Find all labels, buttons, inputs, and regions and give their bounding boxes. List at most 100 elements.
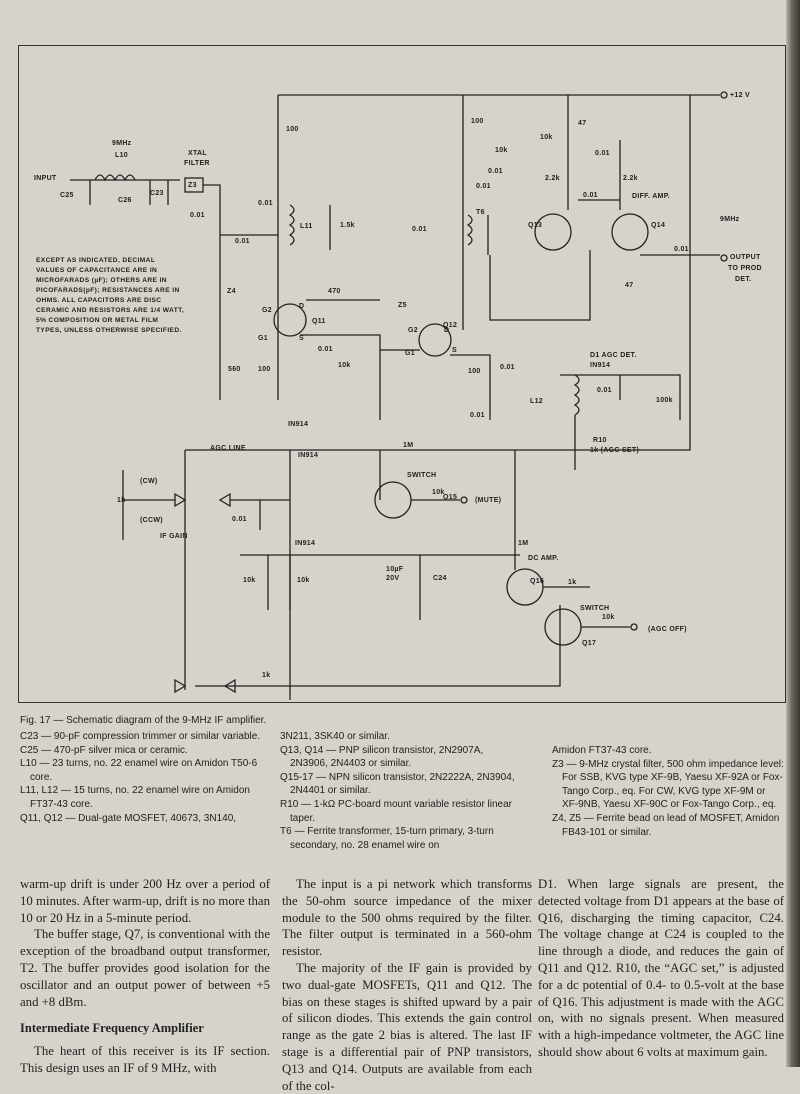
part-entry: Q13, Q14 — PNP silicon transistor, 2N290… (280, 744, 484, 770)
schematic-label: 100 (258, 366, 271, 373)
schematic-label: 0.01 (583, 192, 598, 199)
schematic-label: Q16 (530, 578, 545, 585)
schematic-label: 100 (286, 126, 299, 133)
schematic-label: 10µF (386, 566, 404, 573)
schematic-label: 10k (338, 362, 351, 369)
part-entry: 3N211, 3SK40 or similar. (280, 731, 390, 742)
part-entry: Q15-17 — NPN silicon transistor, 2N2222A… (280, 771, 515, 797)
schematic-label: D (299, 303, 305, 310)
schematic-label: IN914 (288, 421, 309, 428)
paragraph: warm-up drift is under 200 Hz over a per… (20, 877, 270, 925)
schematic-label: 0.01 (470, 412, 485, 419)
paragraph: The input is a pi network which transfor… (282, 877, 532, 959)
schematic-label: 10k (540, 134, 553, 141)
schematic-label: 47 (625, 282, 634, 289)
schematic-label: XTAL (188, 150, 207, 157)
schematic-label: 10k (297, 577, 310, 584)
schematic-label: S (299, 335, 304, 342)
schematic-label: IF GAIN (160, 533, 188, 540)
section-heading: Intermediate Frequency Amplifier (20, 1021, 204, 1036)
schematic-label: G2 (262, 307, 272, 314)
schematic-label: (MUTE) (475, 497, 502, 504)
parts-list-col-2: 3N211, 3SK40 or similar. Q13, Q14 — PNP … (280, 730, 520, 852)
schematic-label: D (444, 327, 450, 334)
schematic-label: 560 (228, 366, 241, 373)
schematic-label: 0.01 (258, 200, 273, 207)
schematic-label: 100 (471, 118, 484, 125)
schematic-label: L11 (300, 223, 313, 230)
schematic-label: 20V (386, 575, 400, 582)
schematic-label: 0.01 (190, 212, 205, 219)
schematic-label: S (452, 347, 457, 354)
schematic-label: 100 (468, 368, 481, 375)
figure-caption: Fig. 17 — Schematic diagram of the 9-MHz… (20, 715, 267, 726)
schematic-label: 0.01 (412, 226, 427, 233)
schematic-label: G1 (258, 335, 268, 342)
body-column-2: The input is a pi network which transfor… (282, 876, 532, 1094)
schematic-label: C26 (118, 197, 132, 204)
schematic-label: D1 AGC DET. (590, 352, 637, 359)
schematic-label: C24 (433, 575, 447, 582)
schematic-label: 100k (656, 397, 673, 404)
schematic-label: 0.01 (500, 364, 515, 371)
schematic-label: Z5 (398, 302, 407, 309)
schematic-label: 1M (403, 442, 414, 449)
part-entry: Z4, Z5 — Ferrite bead on lead of MOSFET,… (552, 812, 780, 838)
part-entry: R10 — 1-kΩ PC-board mount variable resis… (280, 798, 513, 824)
body-column-1: warm-up drift is under 200 Hz over a per… (20, 876, 270, 1077)
paragraph: The heart of this receiver is its IF sec… (20, 1044, 270, 1075)
schematic-label: 0.01 (488, 168, 503, 175)
part-entry: C25 — 470-pF silver mica or ceramic. (20, 744, 188, 756)
schematic-label: R10 (593, 437, 607, 444)
schematic-label: T6 (476, 209, 485, 216)
schematic-label: 47 (578, 120, 587, 127)
schematic-label: 0.01 (232, 516, 247, 523)
schematic-label: Q15 (443, 494, 458, 501)
schematic-label: INPUT (34, 175, 57, 182)
schematic-label: Z4 (227, 288, 236, 295)
parts-list-col-3: Amidon FT37-43 core. Z3 — 9-MHz crystal … (552, 744, 784, 839)
schematic-label: OUTPUT (730, 254, 761, 261)
schematic-label: 0.01 (235, 238, 250, 245)
schematic-label: 0.01 (674, 246, 689, 253)
schematic-label: (CCW) (140, 517, 163, 524)
part-entry: Z3 — 9-MHz crystal filter, 500 ohm imped… (552, 758, 784, 811)
schematic-label: Q17 (582, 640, 597, 647)
schematic-label: 0.01 (318, 346, 333, 353)
paragraph: The majority of the IF gain is provided … (282, 960, 532, 1093)
schematic-label: 10k (432, 489, 445, 496)
part-entry: C23 — 90-pF compression trimmer or simil… (20, 731, 261, 742)
schematic-label: G1 (405, 350, 415, 357)
part-entry: L10 — 23 turns, no. 22 enamel wire on Am… (20, 758, 258, 783)
part-entry: T6 — Ferrite transformer, 15-turn primar… (280, 826, 494, 851)
schematic-label: 1k (262, 672, 271, 679)
schematic-label: G2 (408, 327, 418, 334)
schematic-label: IN914 (298, 452, 319, 459)
schematic-label: C23 (150, 190, 164, 197)
part-entry: Q11, Q12 — Dual-gate MOSFET, 40673, 3N14… (20, 812, 237, 824)
body-column-3: D1. When large signals are present, the … (538, 876, 784, 1061)
schematic-label: 1k (117, 497, 126, 504)
schematic-label: DC AMP. (528, 555, 559, 562)
paragraph: The buffer stage, Q7, is conventional wi… (20, 927, 270, 1009)
parts-list-col-1: C23 — 90-pF compression trimmer or simil… (20, 730, 268, 825)
schematic-label: 2.2k (545, 175, 560, 182)
schematic-label: Q14 (651, 222, 666, 229)
schematic-label: IN914 (295, 540, 316, 547)
schematic-label: 9MHz (112, 140, 132, 147)
schematic-label: DET. (735, 276, 752, 283)
schematic-label: +12 V (730, 92, 750, 99)
schematic-label: (CW) (140, 478, 158, 485)
schematic-label: Q13 (528, 222, 543, 229)
schematic-label: 9MHz (720, 216, 740, 223)
schematic-label: 1.5k (340, 222, 355, 229)
schematic-label: L10 (115, 152, 128, 159)
schematic-frame (18, 45, 786, 703)
part-entry: L11, L12 — 15 turns, no. 22 enamel wire … (20, 785, 250, 810)
page-binding-edge (786, 0, 800, 1067)
schematic-label: 0.01 (476, 183, 491, 190)
schematic-label: (AGC OFF) (648, 626, 687, 633)
schematic-label: 2.2k (623, 175, 638, 182)
schematic-label: 1M (518, 540, 529, 547)
schematic-label: FILTER (184, 160, 210, 167)
